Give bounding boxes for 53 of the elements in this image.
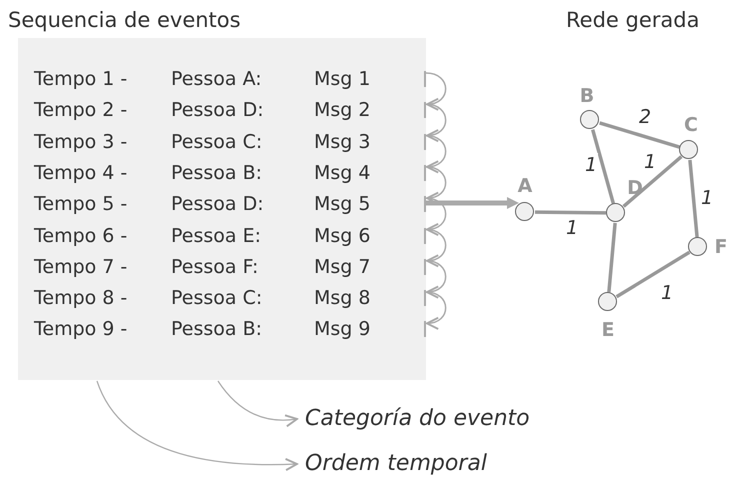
annotation-text: Ordem temporal [305,450,487,478]
person-label: Pessoa C: [171,286,262,310]
arc-arrow [426,104,446,141]
arc-arrow [426,260,446,298]
time-label: Tempo 9 - [34,317,128,342]
person-label: Pessoa B: [171,317,262,342]
network-edge [591,129,615,204]
person-label: Pessoa D: [171,192,264,216]
section-heading: Rede gerada [566,7,700,34]
message-label: Msg 5 [314,192,370,216]
network-edge [616,250,690,298]
network-edge [599,121,680,149]
message-label: Msg 9 [314,317,370,342]
network-edge [688,160,699,238]
message-label: Msg 6 [314,224,370,248]
message-label: Msg 7 [314,254,370,279]
time-label: Tempo 5 - [34,192,128,216]
time-label: Tempo 2 - [34,98,128,122]
person-label: Pessoa D: [171,98,264,122]
arc-arrow [426,291,446,329]
person-label: Pessoa F: [171,254,258,279]
message-label: Msg 1 [314,67,370,91]
network-edge [534,210,606,215]
arc-arrow [426,134,446,172]
node-letter: B [579,84,595,108]
node-letter: F [714,235,728,259]
network-edge [607,222,617,292]
message-label: Msg 2 [314,98,370,122]
person-label: Pessoa E: [171,224,261,248]
node-letter: E [600,318,616,342]
time-label: Tempo 7 - [34,254,128,279]
panel-heading: Sequencia de eventos [8,7,241,34]
arc-arrow [426,72,446,110]
curved-arrow [218,380,298,427]
arc-arrow [426,197,446,235]
time-label: Tempo 1 - [34,67,128,91]
message-label: Msg 8 [314,286,370,310]
time-label: Tempo 6 - [34,224,128,248]
network-edge [622,155,683,208]
curved-arrow [96,380,298,471]
annotation-text: Categoría do evento [305,405,530,433]
time-label: Tempo 8 - [34,286,128,310]
node-letter: A [517,174,533,198]
arrow [426,197,519,209]
arc-arrow [426,228,446,266]
person-label: Pessoa B: [171,160,262,185]
time-label: Tempo 4 - [34,160,128,185]
person-label: Pessoa C: [171,130,262,154]
message-label: Msg 3 [314,130,370,154]
time-label: Tempo 3 - [34,130,128,154]
person-label: Pessoa A: [171,67,262,91]
message-label: Msg 4 [314,160,370,185]
node-letter: C [683,113,699,137]
